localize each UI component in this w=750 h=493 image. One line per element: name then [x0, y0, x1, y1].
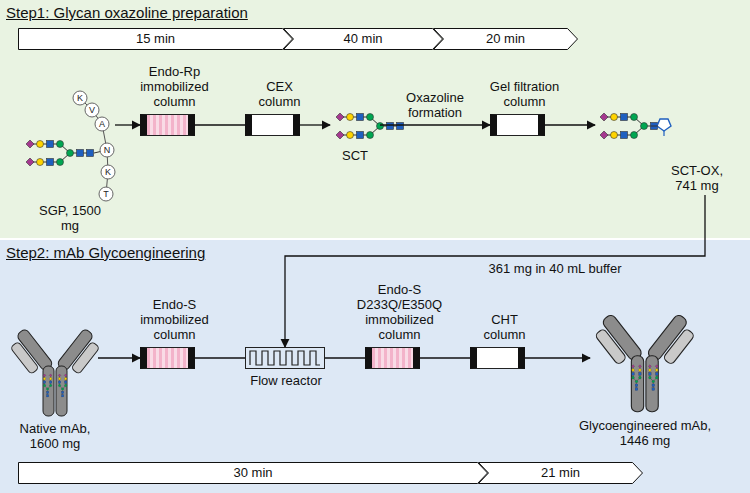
- molecule: SGP, 1500 mg: [25, 88, 115, 200]
- step-heading: Step1: Glycan oxazoline preparation: [6, 4, 248, 22]
- molecule: SCT: [330, 108, 380, 145]
- column: CHT column: [470, 347, 525, 369]
- flow-reactor: Flow reactor: [245, 347, 325, 369]
- molecule-label: SCT: [335, 148, 375, 163]
- flow-connector: [195, 124, 245, 125]
- time-chevron: 15 min: [18, 28, 293, 50]
- molecule-label: Native mAb, 1600 mg: [11, 421, 99, 451]
- column-label: CHT column: [479, 312, 531, 342]
- flow-connector: [300, 124, 330, 125]
- flow-connector: [420, 357, 470, 358]
- residue-letter: N: [101, 145, 113, 155]
- residue-letter: K: [102, 167, 114, 177]
- flow-connector: [525, 357, 590, 358]
- time-label: 21 min: [490, 465, 631, 480]
- molecule-label: SGP, 1500 mg: [35, 203, 105, 233]
- molecule-label: SCT-OX, 741 mg: [664, 163, 730, 193]
- molecule-label: Glycoengineered mAb, 1446 mg: [570, 418, 720, 448]
- immobilized-column: Endo-S D233Q/E350Q immobilized column: [365, 347, 420, 369]
- connector-label: Oxazoline formation: [395, 90, 475, 120]
- time-chevron: 20 min: [433, 28, 578, 50]
- residue-letter: A: [96, 119, 108, 129]
- column-label: Endo-Rp immobilized column: [133, 64, 217, 109]
- flow-connector: [195, 357, 245, 358]
- time-chevron: 40 min: [283, 28, 443, 50]
- time-label: 20 min: [445, 31, 566, 46]
- molecule: Native mAb, 1600 mg: [12, 318, 98, 418]
- residue-letter: T: [100, 189, 112, 199]
- time-label: 15 min: [30, 31, 281, 46]
- column: Gel filtration column: [490, 114, 545, 136]
- time-label: 40 min: [295, 31, 431, 46]
- immobilized-column: Endo-S immobilized column: [140, 347, 195, 369]
- molecule: Glycoengineered mAb, 1446 mg: [590, 300, 700, 415]
- column-label: Gel filtration column: [482, 79, 568, 109]
- step-panel: Step1: Glycan oxazoline preparation 15 mi…: [0, 0, 750, 238]
- flow-connector: [115, 124, 140, 125]
- time-chevron: 30 min: [18, 462, 488, 484]
- flow-connector: [380, 124, 490, 125]
- molecule: SCT-OX, 741 mg: [595, 100, 730, 195]
- column-label: CEX column: [254, 79, 306, 109]
- flow-connector: [545, 124, 595, 125]
- flow-connector: [98, 357, 140, 358]
- column: CEX column: [245, 114, 300, 136]
- time-chevron: 21 min: [478, 462, 643, 484]
- column-label: Endo-S D233Q/E350Q immobilized column: [344, 282, 456, 342]
- time-label: 30 min: [30, 465, 476, 480]
- flow-connector: [285, 195, 705, 347]
- step-panel: Step2: mAb GlycoengineeringNative mAb, 1…: [0, 240, 750, 493]
- immobilized-column: Endo-Rp immobilized column: [140, 114, 195, 136]
- connector-label: 361 mg in 40 mL buffer: [489, 261, 622, 276]
- step-heading: Step2: mAb Glycoengineering: [6, 244, 205, 262]
- flow-connector: [325, 357, 365, 358]
- reactor-label: Flow reactor: [238, 373, 334, 388]
- column-label: Endo-S immobilized column: [133, 297, 217, 342]
- residue-letter: V: [86, 105, 98, 115]
- residue-letter: K: [74, 93, 86, 103]
